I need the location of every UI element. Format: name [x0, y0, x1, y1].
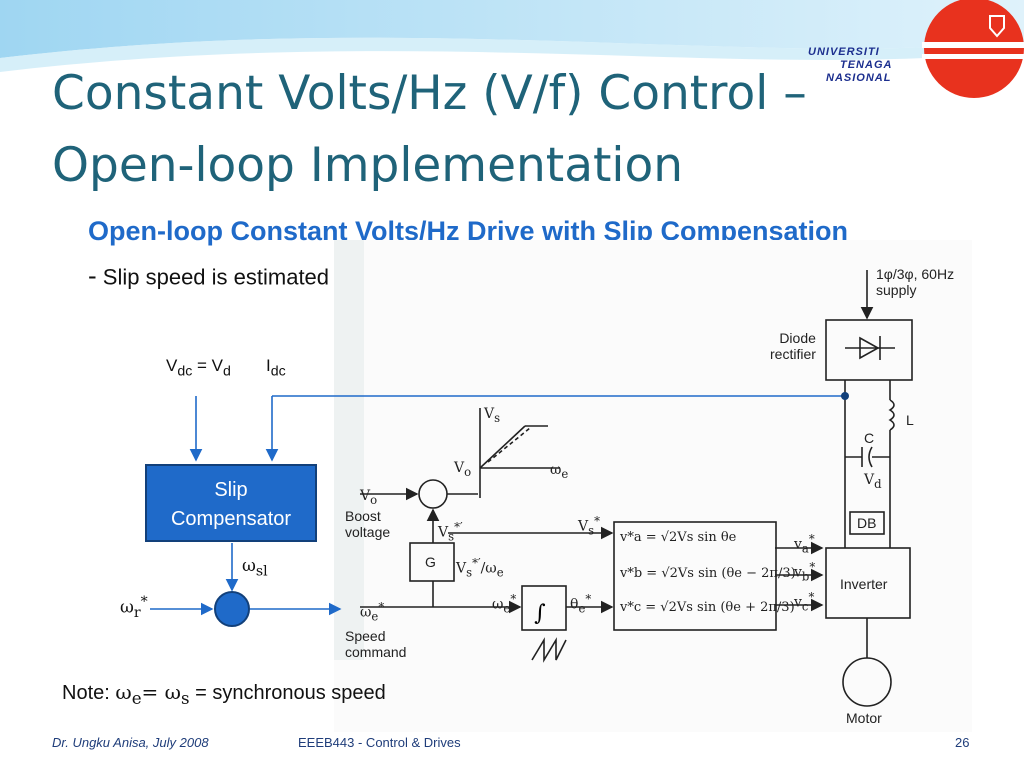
slip-summing-junction [214, 591, 250, 627]
note-suffix: = synchronous speed [195, 682, 386, 704]
footer-course: EEEB443 - Control & Drives [298, 735, 461, 750]
va-label: va* [794, 532, 815, 556]
va-equation: v*a = √2Vs sin θe [620, 530, 737, 545]
theta-e-star-label: θe* [570, 592, 592, 616]
logo-text-3: NASIONAL [826, 72, 892, 84]
supply-line2: supply [876, 282, 917, 298]
slide-title: Constant Volts/Hz (V/f) Control – Open-l… [52, 58, 807, 202]
integrator-symbol: ∫ [534, 601, 546, 626]
omega-sl-label: ωsl [242, 556, 268, 580]
inductor-label: L [906, 412, 914, 428]
bullet-dash: - [88, 260, 97, 291]
diode-rectifier-block [825, 319, 913, 381]
boost-line1: Boost [345, 508, 381, 524]
vc-label: vc* [794, 590, 815, 614]
lightning-icon [989, 15, 1005, 38]
vdc-label: Vdc = Vd [166, 356, 231, 380]
title-line-2: Open-loop Implementation [52, 138, 684, 193]
motor-icon [842, 657, 892, 707]
capacitor-label: C [864, 430, 875, 446]
rectifier-line2: rectifier [770, 346, 816, 362]
vs-axis-label: Vs [484, 406, 501, 425]
omega-e-star-label: ωe* [492, 592, 517, 616]
supply-line1: 1φ/3φ, 60Hz [876, 266, 955, 282]
scanned-figure-panel [334, 240, 972, 732]
motor-label: Motor [846, 710, 882, 726]
note-omega-e: ωe= ωs [115, 680, 190, 708]
speed-command-line2: command [345, 644, 407, 660]
note-prefix: Note: [62, 682, 110, 704]
rectifier-label: Diode rectifier [770, 330, 816, 362]
boost-line2: voltage [345, 524, 391, 540]
logo-text-1: UNIVERSITI [808, 46, 880, 58]
db-block [849, 511, 885, 535]
vd-label: Vd [864, 472, 882, 491]
vo-axis-label: Vo [454, 460, 472, 479]
background-wave [0, 0, 1024, 72]
boost-label: Boost voltage [345, 508, 390, 540]
idc-label: Idc [266, 356, 286, 380]
vo-input-label: Vo [360, 488, 378, 507]
omega-e-star-input-label: ωe* [360, 600, 385, 624]
footer-page-number: 26 [955, 735, 970, 750]
note-line: Note: ωe= ωs = synchronous speed [62, 680, 386, 708]
vs-star-label: Vs* [578, 514, 600, 538]
omega-r-label: ωr* [120, 594, 148, 622]
title-line-1: Constant Volts/Hz (V/f) Control – [52, 66, 807, 121]
gain-block [409, 542, 455, 582]
rectifier-line1: Diode [779, 330, 816, 346]
vb-label: vb* [794, 560, 816, 584]
slip-compensator-line2: Compensator [170, 508, 292, 530]
footer-author: Dr. Ungku Anisa, July 2008 [52, 735, 209, 750]
logo-text-2: TENAGA [840, 59, 893, 71]
inverter-label: Inverter [840, 576, 888, 592]
university-logo [922, 0, 1024, 98]
db-label: DB [857, 515, 877, 531]
vc-equation: v*c = √2Vs sin (θe + 2π/3) [620, 600, 795, 615]
slip-compensator-block: Slip Compensator [145, 464, 317, 542]
vs-over-omega-label: Vs*′/ωe [456, 556, 504, 580]
inverter-block [825, 547, 911, 619]
supply-label: 1φ/3φ, 60Hz supply [876, 266, 954, 298]
omega-e-axis-label: ωe [550, 462, 569, 481]
integrator-block [521, 585, 567, 631]
logo-circle [924, 0, 1024, 98]
speed-command-label: Speed command [345, 628, 406, 660]
vs-star-prime-label: Vs*′ [438, 520, 463, 544]
vb-equation: v*b = √2Vs sin (θe − 2π/3) [620, 566, 796, 581]
gain-label: G [425, 554, 436, 570]
slip-compensator-line1: Slip [214, 479, 248, 501]
sine-generator-block [613, 521, 777, 631]
speed-command-line1: Speed [345, 628, 386, 644]
